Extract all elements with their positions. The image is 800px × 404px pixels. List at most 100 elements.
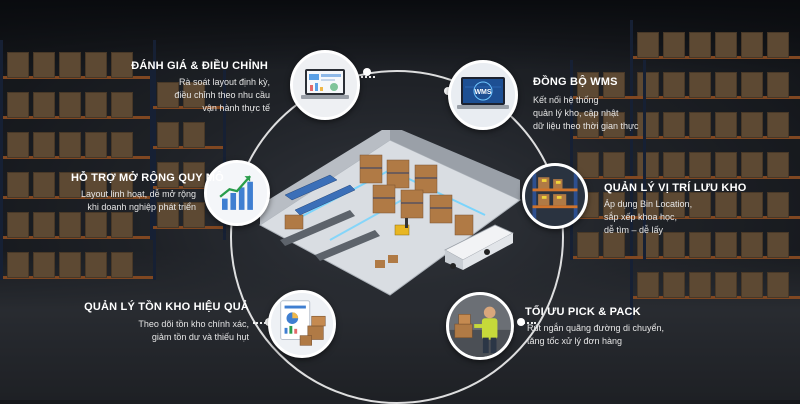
- rack-box: [715, 232, 737, 258]
- rack-box: [689, 232, 711, 258]
- evaluate-desc-line: Rà soát layout định kỳ,: [178, 77, 270, 87]
- location-title: QUẢN LÝ VỊ TRÍ LƯU KHO: [604, 182, 747, 194]
- rack-box: [33, 252, 55, 278]
- rack-box: [741, 232, 763, 258]
- rack-box: [663, 72, 685, 98]
- rack-box: [741, 192, 763, 218]
- scale-icon-circle: [204, 160, 270, 226]
- ring-node: [363, 68, 371, 76]
- bin-rack-icon: [525, 166, 585, 226]
- rack-box: [715, 192, 737, 218]
- rack-box: [689, 72, 711, 98]
- rack-box: [7, 172, 29, 198]
- sync-desc-line: Kết nối hệ thống: [533, 95, 599, 105]
- rack-box: [741, 32, 763, 58]
- rack-box: [33, 92, 55, 118]
- rack-box: [7, 252, 29, 278]
- rack-box: [157, 162, 179, 188]
- evaluate-icon-circle: [290, 50, 360, 120]
- rack-box: [689, 152, 711, 178]
- rack-box: [637, 232, 659, 258]
- rack-box: [59, 252, 81, 278]
- pick-desc: Rút ngắn quãng đường di chuyển, tăng tốc…: [527, 322, 664, 348]
- rack-box: [157, 82, 179, 108]
- rack-box: [741, 272, 763, 298]
- rack-box: [603, 152, 625, 178]
- laptop-wms-icon: WMS: [451, 63, 515, 127]
- rack-box: [663, 192, 685, 218]
- rack-box: [637, 112, 659, 138]
- sync-icon-circle: WMS: [448, 60, 518, 130]
- worker-pick-icon: [449, 295, 511, 357]
- rack-box: [577, 152, 599, 178]
- connector-dots: [357, 76, 375, 78]
- background-rack: [0, 40, 156, 280]
- rack-box: [577, 72, 599, 98]
- rack-box: [715, 72, 737, 98]
- location-desc-line: Áp dụng Bin Location,: [604, 199, 693, 209]
- sync-desc: Kết nối hệ thống quản lý kho, cập nhật d…: [533, 94, 639, 133]
- rack-box: [741, 112, 763, 138]
- rack-box: [767, 272, 789, 298]
- rack-box: [603, 232, 625, 258]
- rack-box: [59, 212, 81, 238]
- rack-box: [715, 112, 737, 138]
- rack-box: [111, 132, 133, 158]
- rack-box: [741, 72, 763, 98]
- rack-box: [85, 92, 107, 118]
- sync-desc-line: quản lý kho, cập nhật: [533, 108, 619, 118]
- rack-box: [33, 52, 55, 78]
- evaluate-desc-line: điều chỉnh theo nhu cầu: [174, 90, 270, 100]
- rack-box: [85, 252, 107, 278]
- rack-box: [577, 112, 599, 138]
- rack-box: [183, 82, 205, 108]
- location-desc-line: dễ tìm – dễ lấy: [604, 225, 664, 235]
- pick-desc-line: tăng tốc xử lý đơn hàng: [527, 336, 622, 346]
- rack-box: [689, 192, 711, 218]
- inventory-report-icon: [271, 293, 333, 355]
- rack-box: [663, 232, 685, 258]
- rack-box: [663, 272, 685, 298]
- sync-desc-line: dữ liệu theo thời gian thực: [533, 121, 639, 131]
- rack-box: [767, 72, 789, 98]
- rack-box: [7, 92, 29, 118]
- sync-title: ĐỒNG BỘ WMS: [533, 76, 618, 88]
- location-desc: Áp dụng Bin Location, sắp xếp khoa học, …: [604, 198, 692, 237]
- inventory-desc-line: Theo dõi tồn kho chính xác,: [138, 319, 249, 329]
- background-rack: [150, 70, 226, 240]
- inventory-desc-line: giảm tồn dư và thiếu hụt: [151, 332, 249, 342]
- scale-desc-line: Layout linh hoạt, dễ mở rộng: [81, 189, 196, 199]
- evaluate-desc: Rà soát layout định kỳ, điều chỉnh theo …: [174, 76, 270, 115]
- pick-title: TỐI ƯU PICK & PACK: [525, 306, 641, 318]
- rack-box: [715, 272, 737, 298]
- rack-box: [85, 132, 107, 158]
- rack-box: [767, 152, 789, 178]
- rack-box: [689, 32, 711, 58]
- evaluate-title: ĐÁNH GIÁ & ĐIỀU CHỈNH: [131, 60, 268, 72]
- inventory-title: QUẢN LÝ TỒN KHO HIỆU QUẢ: [84, 301, 249, 313]
- rack-box: [111, 172, 133, 198]
- rack-box: [603, 192, 625, 218]
- pick-icon-circle: [446, 292, 514, 360]
- rack-box: [637, 32, 659, 58]
- rack-box: [183, 122, 205, 148]
- rack-box: [157, 202, 179, 228]
- scale-desc-line: khi doanh nghiệp phát triển: [87, 202, 196, 212]
- rack-box: [767, 32, 789, 58]
- rack-box: [85, 212, 107, 238]
- rack-box: [767, 232, 789, 258]
- inventory-icon-circle: [268, 290, 336, 358]
- location-desc-line: sắp xếp khoa học,: [604, 212, 678, 222]
- rack-box: [111, 212, 133, 238]
- growth-chart-icon: [207, 163, 267, 223]
- rack-box: [637, 272, 659, 298]
- rack-box: [59, 52, 81, 78]
- location-icon-circle: [522, 163, 588, 229]
- rack-box: [7, 52, 29, 78]
- rack-box: [59, 92, 81, 118]
- background-rack: [630, 20, 800, 320]
- rack-box: [85, 172, 107, 198]
- rack-box: [603, 112, 625, 138]
- rack-box: [741, 152, 763, 178]
- scale-desc: Layout linh hoạt, dễ mở rộng khi doanh n…: [81, 188, 196, 214]
